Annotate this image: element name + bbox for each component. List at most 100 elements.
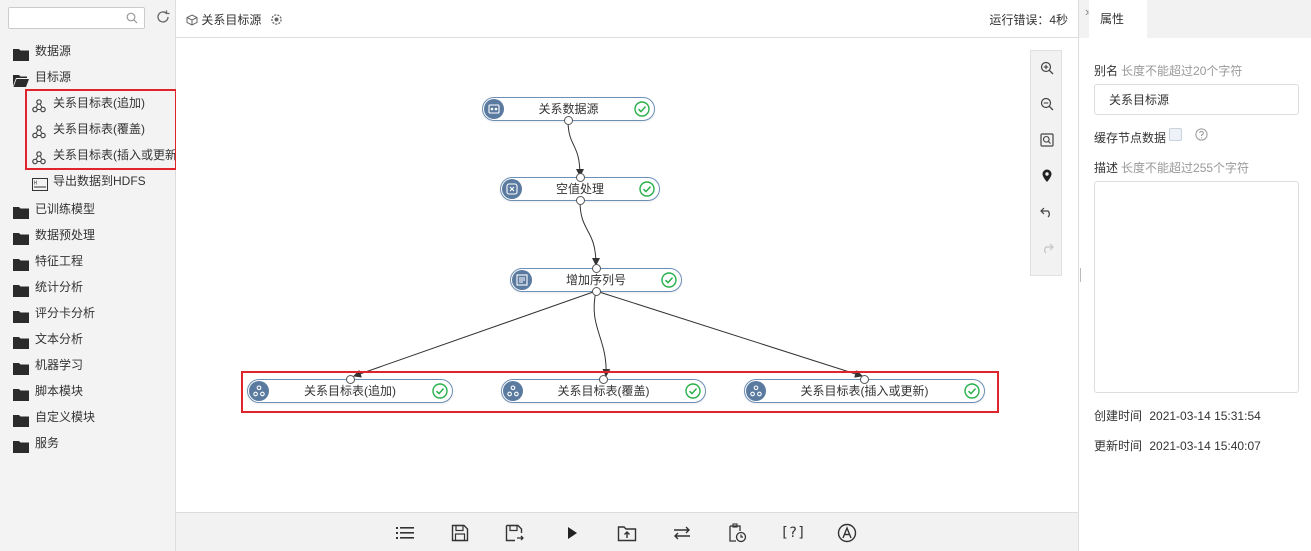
alias-input[interactable] <box>1094 84 1299 115</box>
swap-icon[interactable] <box>671 523 693 543</box>
tree-label: 特征工程 <box>35 254 84 268</box>
help-icon[interactable] <box>1195 128 1208 141</box>
output-port[interactable] <box>564 116 573 125</box>
highlight-box <box>25 89 177 170</box>
folder-icon <box>13 410 29 436</box>
highlight-box <box>241 371 999 413</box>
folder-icon <box>13 436 29 462</box>
desc-hint: 长度不能超过255个字符 <box>1121 161 1250 175</box>
created-time: 创建时间 2021-03-14 15:31:54 <box>1094 407 1261 424</box>
cache-checkbox[interactable] <box>1169 128 1182 141</box>
collapse-icon[interactable]: » <box>1085 4 1092 19</box>
zoom-out-icon[interactable] <box>1038 95 1056 113</box>
tree-item[interactable]: 关系目标表(插入或更新 <box>0 142 177 168</box>
tree-folder[interactable]: 评分卡分析 <box>0 300 176 326</box>
list-icon[interactable] <box>394 523 416 543</box>
tree-label: 导出数据到HDFS <box>53 174 146 188</box>
settings-icon[interactable] <box>270 13 283 26</box>
panel-splitter[interactable] <box>1080 268 1082 282</box>
tree-label: 已训练模型 <box>35 202 96 216</box>
tree-label: 关系目标表(覆盖) <box>53 122 145 136</box>
description-textarea[interactable] <box>1094 181 1299 393</box>
node-label: 关系目标表(追加) <box>304 384 396 398</box>
run-status: 运行错误：4秒 <box>989 13 1068 27</box>
search-box[interactable] <box>8 7 145 29</box>
tree-folder[interactable]: 文本分析 <box>0 326 176 352</box>
zoom-in-icon[interactable] <box>1038 59 1056 77</box>
tree-folder[interactable]: 服务 <box>0 430 176 456</box>
input-port[interactable] <box>860 375 869 384</box>
input-port[interactable] <box>576 173 585 182</box>
canvas-title-text: 关系目标源 <box>201 13 262 27</box>
node-label: 关系目标表(插入或更新) <box>800 384 929 398</box>
folder-icon <box>13 228 29 254</box>
tree-folder[interactable]: 特征工程 <box>0 248 176 274</box>
relation-icon <box>746 381 766 401</box>
relation-icon <box>249 381 269 401</box>
output-port[interactable] <box>576 196 585 205</box>
desc-label-text: 描述 <box>1094 161 1119 175</box>
tree-label: 服务 <box>35 436 60 450</box>
tree-folder[interactable]: 统计分析 <box>0 274 176 300</box>
input-port[interactable] <box>592 264 601 273</box>
locate-icon[interactable] <box>1038 167 1056 185</box>
node-label: 关系数据源 <box>538 102 599 116</box>
refresh-icon[interactable] <box>155 9 171 25</box>
export-icon[interactable] <box>616 523 638 543</box>
folder-icon <box>13 358 29 384</box>
run-icon[interactable] <box>561 523 583 543</box>
tree-item[interactable]: 关系目标表(追加) <box>0 90 176 116</box>
alias-label-text: 别名 <box>1094 64 1119 78</box>
tree-label: 统计分析 <box>35 280 84 294</box>
fit-view-icon[interactable] <box>1038 131 1056 149</box>
output-port[interactable] <box>592 287 601 296</box>
folder-icon <box>13 254 29 280</box>
created-label: 创建时间 <box>1094 409 1143 423</box>
workflow-canvas[interactable]: 关系数据源 空值处理 增加序列号 关系目标表(追加) 关系目标表(覆盖) 关系目… <box>176 38 1078 512</box>
alias-label: 别名长度不能超过20个字符 <box>1094 62 1242 79</box>
help-bracket-icon[interactable]: [?] <box>780 525 806 541</box>
input-port[interactable] <box>599 375 608 384</box>
node-label: 增加序列号 <box>565 273 626 287</box>
relation-icon <box>503 381 523 401</box>
tree-label: 数据源 <box>35 44 72 58</box>
updated-value: 2021-03-14 15:40:07 <box>1149 439 1261 453</box>
search-input[interactable] <box>9 8 119 28</box>
search-icon[interactable] <box>126 12 138 24</box>
cache-label: 缓存节点数据 <box>1094 131 1167 145</box>
tree-folder[interactable]: 已训练模型 <box>0 196 176 222</box>
undo-icon[interactable] <box>1038 203 1056 221</box>
edge <box>567 119 584 177</box>
tree-label: 自定义模块 <box>35 410 96 424</box>
auto-layout-icon[interactable] <box>836 523 858 543</box>
folder-icon <box>13 44 29 70</box>
cube-icon <box>186 14 198 26</box>
save-icon[interactable] <box>449 523 471 543</box>
success-check-icon <box>639 181 655 200</box>
input-port[interactable] <box>346 375 355 384</box>
schedule-icon[interactable] <box>726 523 748 543</box>
tree-folder[interactable]: 目标源 <box>0 64 176 90</box>
hdfs-icon: H <box>32 174 48 200</box>
tree-label: 评分卡分析 <box>35 306 96 320</box>
updated-label: 更新时间 <box>1094 439 1143 453</box>
workflow-node[interactable]: 关系目标表(追加) <box>247 379 453 403</box>
tab-properties[interactable]: 属性 <box>1089 0 1147 38</box>
redo-icon[interactable] <box>1038 239 1056 257</box>
canvas-title: 关系目标源 <box>186 11 283 28</box>
save-as-icon[interactable] <box>504 523 526 543</box>
null-handle-icon <box>502 179 522 199</box>
tree-folder[interactable]: 数据源 <box>0 38 176 64</box>
tree-folder[interactable]: 数据预处理 <box>0 222 176 248</box>
tree-label: 文本分析 <box>35 332 84 346</box>
tree-folder[interactable]: 机器学习 <box>0 352 176 378</box>
tree-folder[interactable]: 自定义模块 <box>0 404 176 430</box>
node-label: 关系目标表(覆盖) <box>557 384 650 398</box>
success-check-icon <box>432 383 448 402</box>
alias-hint: 长度不能超过20个字符 <box>1121 64 1243 78</box>
created-value: 2021-03-14 15:31:54 <box>1149 409 1261 423</box>
tree-folder[interactable]: 脚本模块 <box>0 378 176 404</box>
tree-item[interactable]: 关系目标表(覆盖) <box>0 116 176 142</box>
